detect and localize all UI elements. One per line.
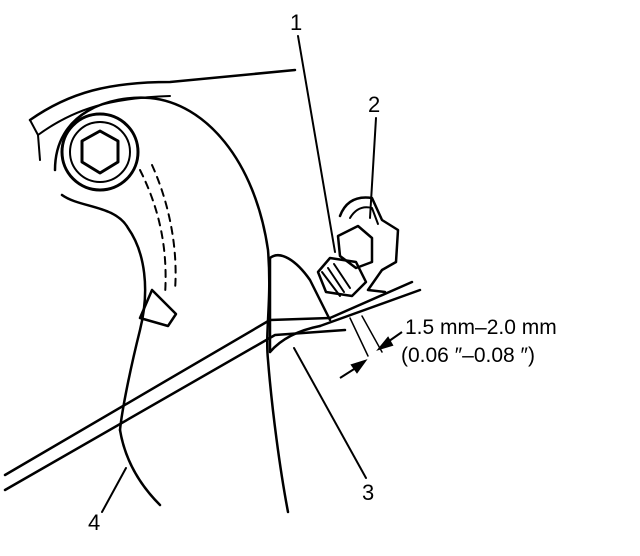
hinge-arm	[53, 96, 290, 514]
callout-4: 4	[88, 510, 100, 535]
bolt-thread	[321, 263, 351, 297]
leader-4	[101, 467, 127, 513]
callout-1: 1	[290, 10, 302, 35]
adjusting-bolt	[316, 256, 368, 298]
dim-ext-2	[361, 315, 383, 353]
dim-arrow-right-head	[376, 336, 394, 351]
dimension-imperial: (0.06 ″–0.08 ″)	[401, 344, 535, 367]
leader-1	[297, 35, 336, 253]
hex-socket-icon	[80, 129, 120, 175]
leader-3	[293, 347, 367, 479]
callout-2: 2	[368, 92, 380, 117]
stop-bracket-inner	[349, 206, 379, 225]
leader-2	[369, 117, 377, 219]
dimension-metric: 1.5 mm–2.0 mm	[405, 316, 557, 339]
dim-arrow-left-head	[350, 359, 368, 374]
hinge-arm-inner	[60, 193, 147, 432]
housing-edge-upper	[28, 68, 297, 122]
callout-3: 3	[362, 480, 374, 505]
hidden-spring-dashed	[139, 164, 177, 296]
spring-rod-lower	[3, 328, 347, 492]
bolt-head	[336, 224, 374, 270]
dim-ext-1	[349, 317, 369, 357]
housing-left-edge	[29, 119, 41, 161]
bracket-flange	[318, 280, 422, 328]
stop-bracket	[338, 196, 400, 294]
hinge-arm-tail	[118, 428, 162, 507]
pivot-bolt-inner	[69, 121, 131, 183]
pivot-bolt-outer	[60, 112, 140, 192]
bracket	[268, 254, 332, 354]
spring-tab	[138, 288, 178, 328]
